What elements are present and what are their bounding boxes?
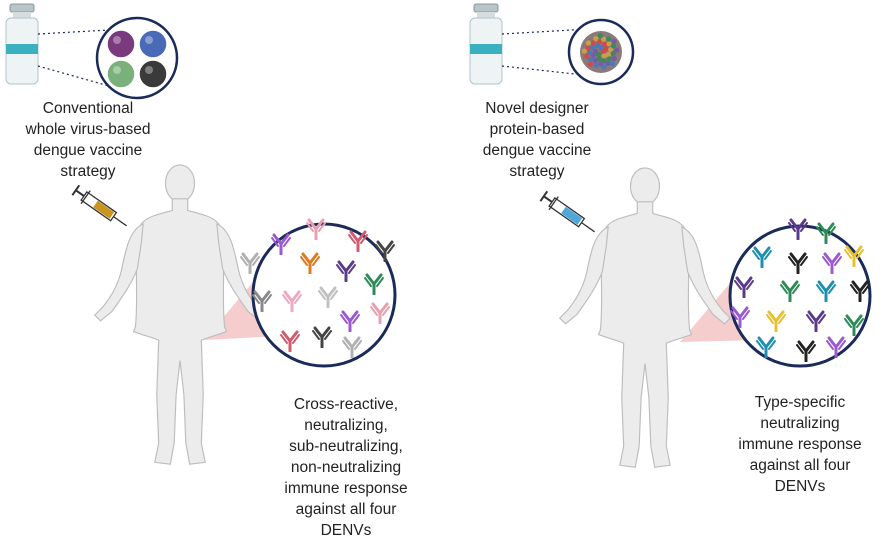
left-syringe-icon (71, 184, 127, 227)
left-vaccine-vial-icon (5, 3, 39, 85)
right-vaccine-contents-zoom (567, 18, 635, 86)
whole-virus-particle-icon (106, 59, 136, 89)
left-antibody-response-zoom (240, 218, 397, 368)
right-syringe-icon (539, 190, 595, 233)
left-response-line-2: neutralizing, (304, 417, 388, 434)
right-strategy-line-3: dengue vaccine (482, 142, 592, 159)
left-strategy-label: Conventional whole virus-based dengue va… (2, 98, 174, 182)
right-strategy-line-2: protein-based (489, 121, 585, 138)
left-response-line-4: non-neutralizing (290, 459, 402, 476)
right-strategy-line-1: Novel designer (485, 100, 589, 117)
left-strategy-line-3: dengue vaccine (33, 142, 143, 159)
right-response-line-3: immune response (738, 436, 862, 453)
left-response-line-1: Cross-reactive, (293, 396, 399, 413)
left-vaccine-contents-zoom (95, 16, 179, 100)
left-response-line-5: immune response (284, 480, 408, 497)
whole-virus-particle-icon (138, 29, 168, 59)
left-strategy-line-1: Conventional (42, 100, 134, 117)
right-response-label: Type-specific neutralizing immune respon… (720, 392, 880, 497)
left-response-label: Cross-reactive, neutralizing, sub-neutra… (266, 394, 426, 541)
right-antibody-response-zoom (728, 218, 872, 368)
right-panel-graphics (469, 3, 872, 468)
right-strategy-line-4: strategy (509, 163, 565, 180)
left-strategy-line-2: whole virus-based (25, 121, 151, 138)
left-strategy-line-4: strategy (60, 163, 116, 180)
whole-virus-particle-icon (106, 29, 136, 59)
right-response-line-4: against all four (749, 457, 851, 474)
right-vaccine-vial-icon (469, 3, 503, 85)
left-response-line-6: against all four (295, 501, 397, 518)
whole-virus-particle-icon (138, 59, 168, 89)
left-response-line-7: DENVs (320, 522, 372, 539)
left-response-line-3: sub-neutralizing, (289, 438, 403, 455)
right-response-line-2: neutralizing (760, 415, 840, 432)
right-strategy-label: Novel designer protein-based dengue vacc… (462, 98, 612, 182)
left-panel-graphics (5, 3, 397, 465)
right-response-line-5: DENVs (774, 478, 826, 495)
right-response-line-1: Type-specific (754, 394, 846, 411)
